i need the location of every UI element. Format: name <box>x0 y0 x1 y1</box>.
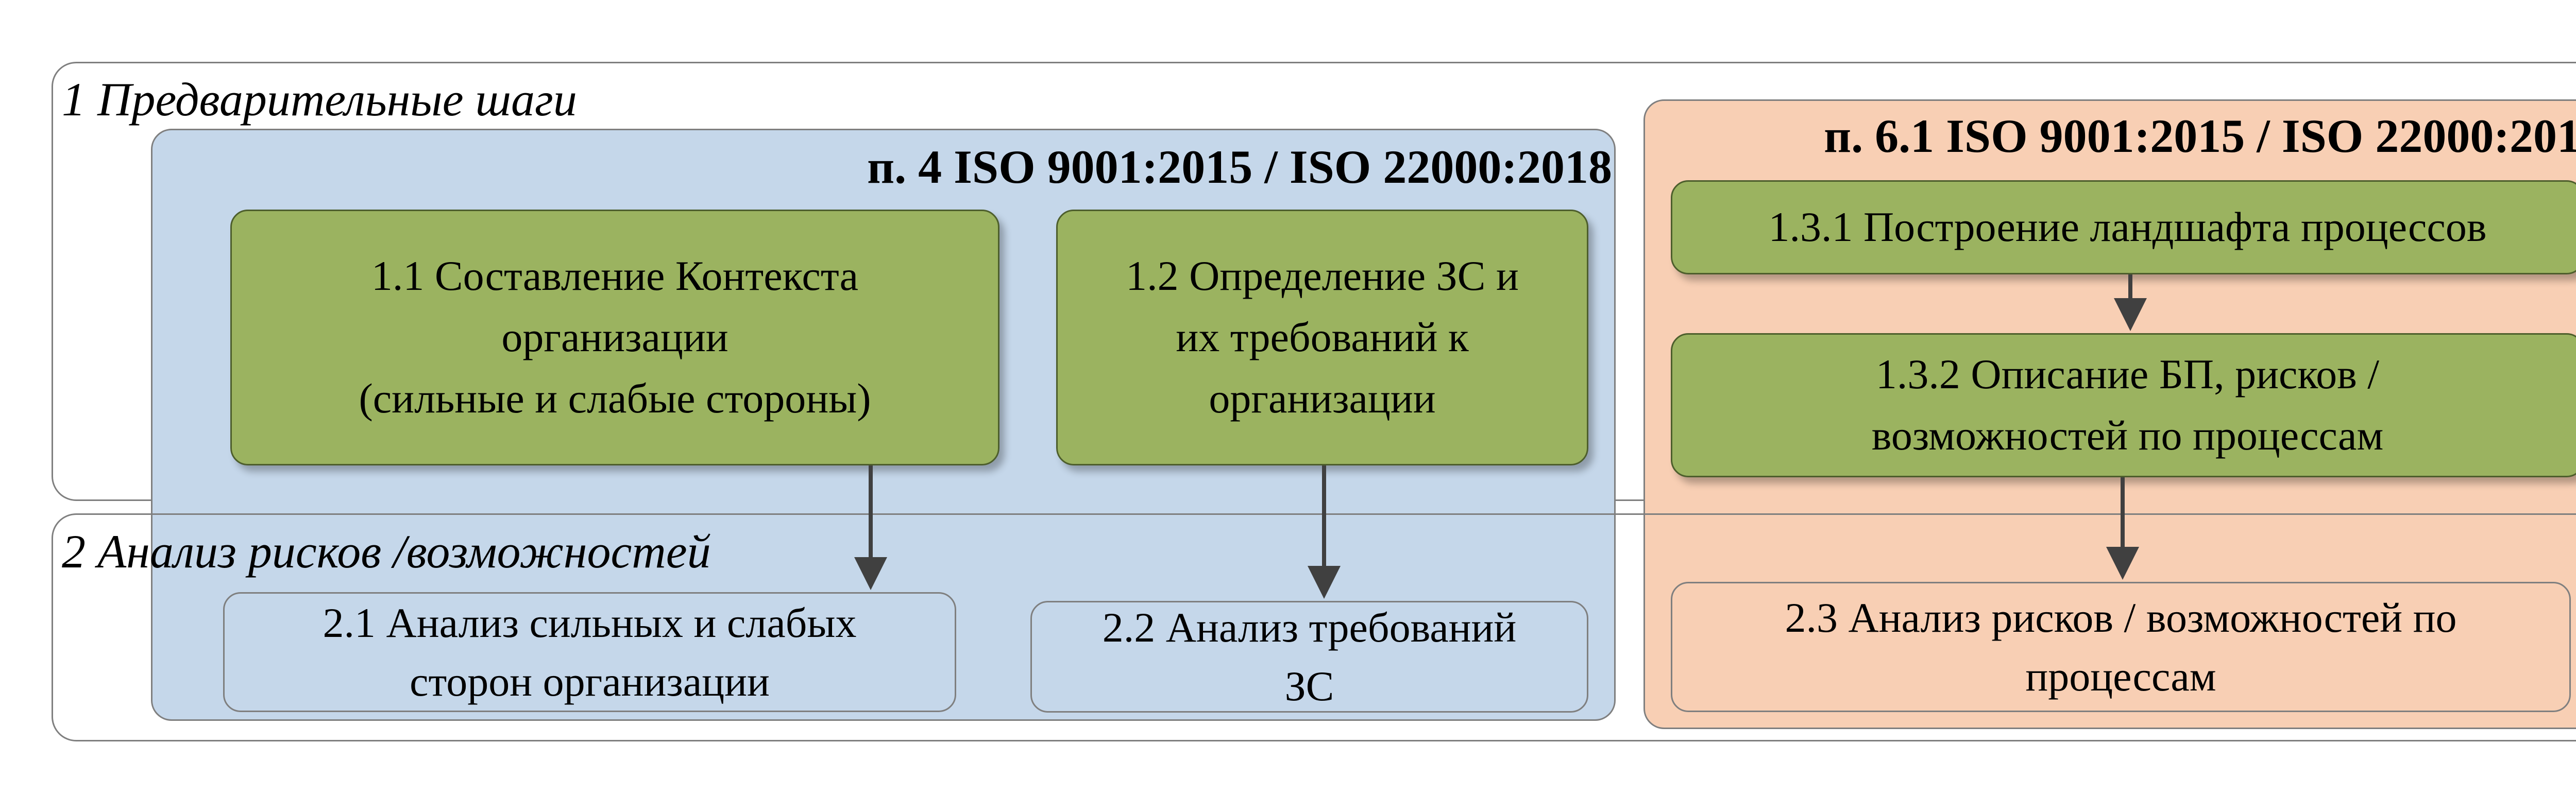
box-1-3-2-line: возможностей по процессам <box>1871 412 2384 459</box>
box-2-1-line: 2.1 Анализ сильных и слабых <box>323 599 857 647</box>
box-2-3-line: процессам <box>2025 652 2216 700</box>
box-2-3-line: 2.3 Анализ рисков / возможностей по <box>1785 594 2457 642</box>
box-1-3-1-process-landscape: 1.3.1 Построение ландшафта процессов <box>1671 180 2576 274</box>
phase-2-frame <box>52 513 2576 741</box>
phase-2-title: 2 Анализ рисков /возможностей <box>62 525 711 578</box>
phase-1-title: 1 Предварительные шаги <box>62 73 577 126</box>
box-1-2-line: их требований к <box>1176 314 1469 361</box>
box-2-1-line: сторон организации <box>410 658 770 705</box>
box-2-2-requirements-analysis: 2.2 Анализ требований ЗС <box>1030 601 1588 713</box>
box-1-1-line: (сильные и слабые стороны) <box>359 374 871 422</box>
box-2-1-swot-analysis: 2.1 Анализ сильных и слабых сторон орган… <box>223 592 956 712</box>
box-1-1-line: организации <box>501 314 728 361</box>
zone-iso-clause-4-title: п. 4 ISO 9001:2015 / ISO 22000:2018 <box>867 141 1612 193</box>
box-1-3-2-bp-description: 1.3.2 Описание БП, рисков / возможностей… <box>1671 333 2576 477</box>
box-1-1-line: 1.1 Составление Контекста <box>371 252 859 300</box>
box-1-3-2-line: 1.3.2 Описание БП, рисков / <box>1875 351 2380 398</box>
box-2-3-risk-analysis: 2.3 Анализ рисков / возможностей по проц… <box>1671 582 2571 712</box>
box-2-2-line: ЗС <box>1284 662 1334 710</box>
box-1-2-line: организации <box>1209 374 1436 422</box>
zone-iso-clause-6-1-title: п. 6.1 ISO 9001:2015 / ISO 22000:2018 <box>1824 110 2576 162</box>
box-1-2-line: 1.2 Определение ЗС и <box>1126 252 1519 300</box>
box-2-2-line: 2.2 Анализ требований <box>1102 604 1517 651</box>
box-1-1-context: 1.1 Составление Контекста организации (с… <box>230 210 999 465</box>
box-1-3-1-line: 1.3.1 Построение ландшафта процессов <box>1768 203 2487 251</box>
box-1-2-stakeholders: 1.2 Определение ЗС и их требований к орг… <box>1056 210 1588 465</box>
